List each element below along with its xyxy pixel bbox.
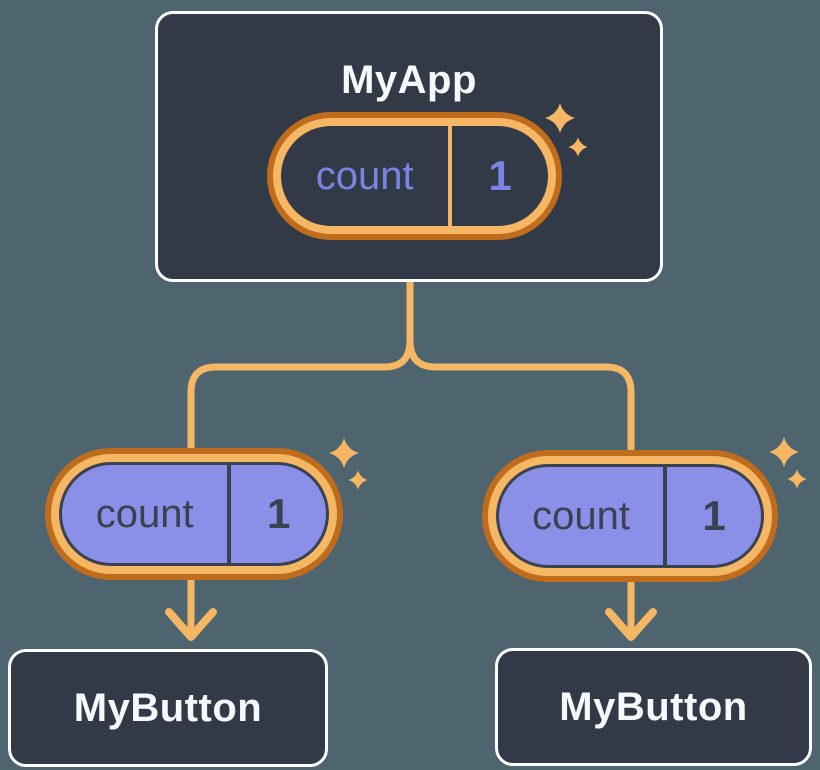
state-pill-ring: count 1	[273, 118, 556, 234]
node-mybutton-right-label: MyButton	[559, 684, 748, 729]
state-pill-right: count 1	[482, 450, 778, 582]
pill-divider	[227, 465, 232, 563]
state-pill-body: count 1	[496, 464, 764, 568]
node-mybutton-left: MyButton	[8, 649, 328, 767]
state-pill-ring: count 1	[51, 454, 337, 574]
state-pill-body: count 1	[59, 462, 329, 566]
state-pill-ring: count 1	[488, 456, 772, 576]
pill-divider	[663, 467, 668, 565]
arrow-down-icon	[605, 608, 657, 641]
state-name: count	[95, 491, 194, 536]
node-mybutton-right: MyButton	[495, 648, 812, 766]
state-value: 1	[267, 490, 291, 537]
state-value: 1	[702, 492, 726, 539]
state-pill-body: count 1	[281, 126, 548, 226]
node-myapp-label: MyApp	[341, 58, 477, 102]
state-value: 1	[488, 152, 512, 199]
pill-divider	[448, 126, 453, 226]
arrow-down-icon	[165, 608, 217, 641]
branch-line-right	[406, 278, 635, 640]
state-pill-root: count 1	[267, 112, 562, 240]
state-name: count	[315, 153, 414, 198]
state-name: count	[532, 493, 631, 538]
node-mybutton-left-label: MyButton	[73, 685, 263, 730]
state-pill-left: count 1	[45, 448, 343, 580]
